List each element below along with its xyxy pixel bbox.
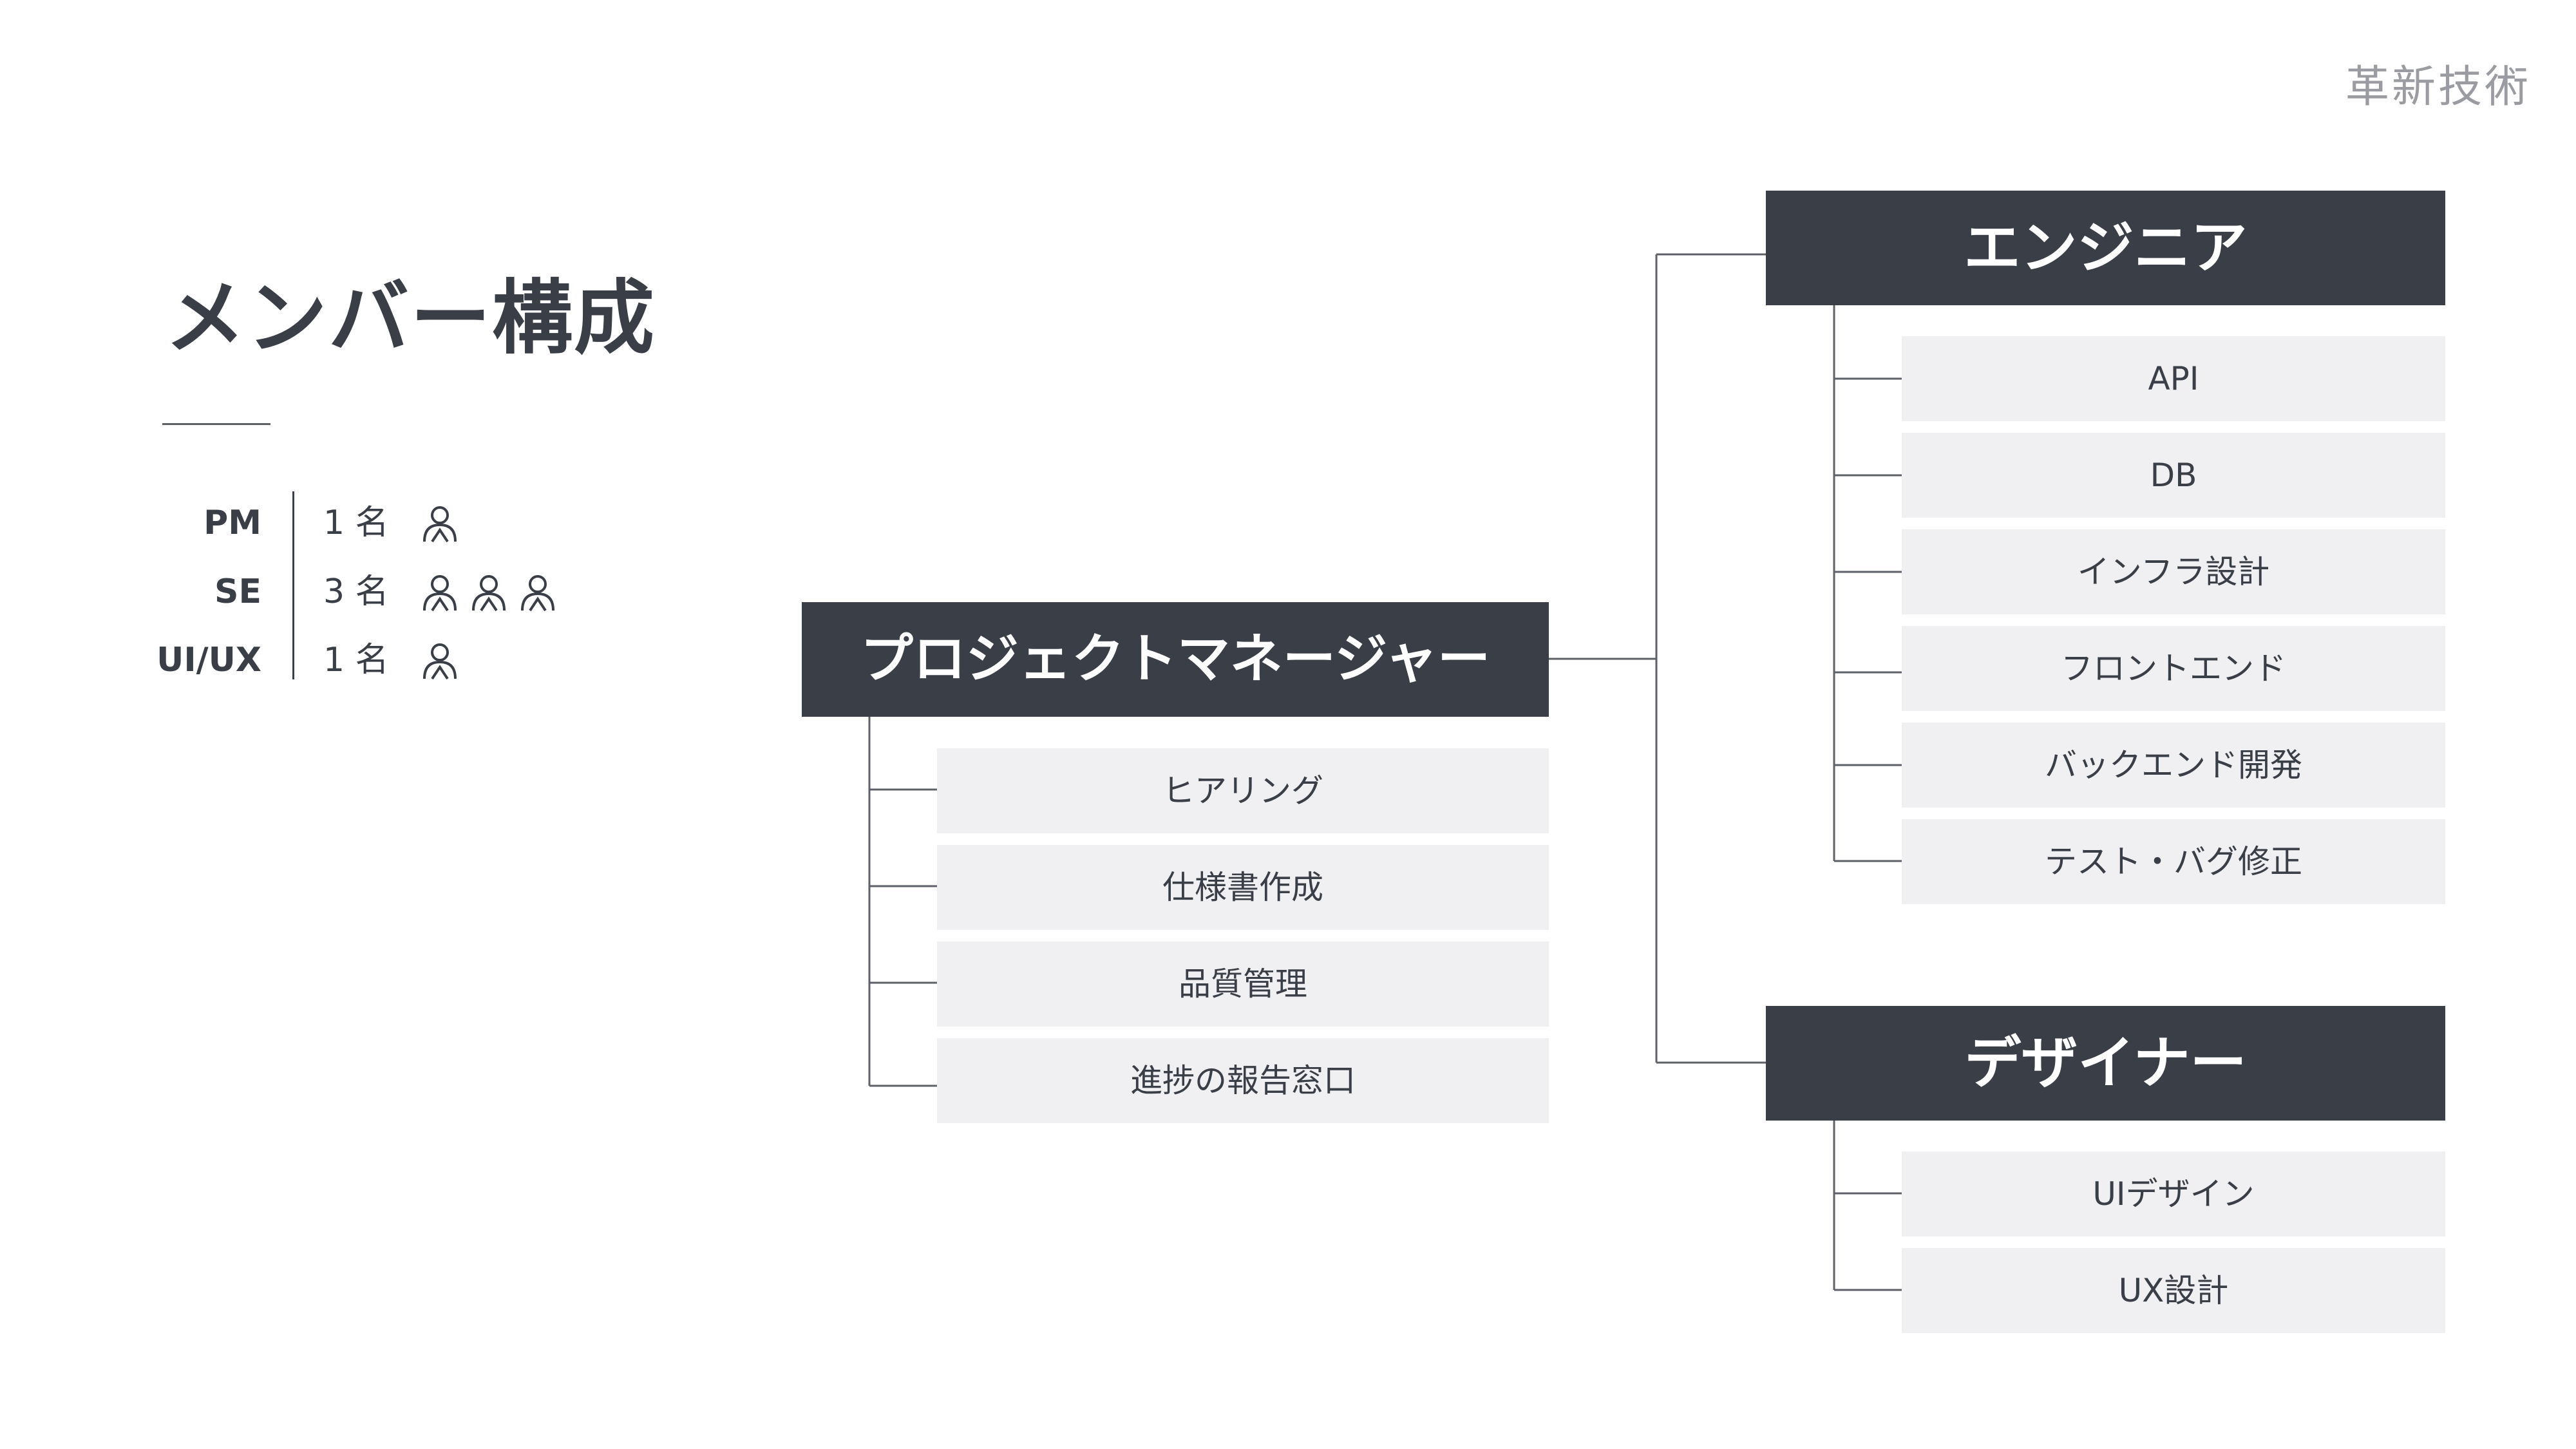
person-icon — [472, 575, 506, 612]
person-icon — [521, 575, 554, 612]
person-icon — [423, 575, 457, 612]
company-logo: 革新技術 — [2345, 62, 2531, 113]
member-table-divider — [292, 491, 294, 679]
member-icons-uiux — [419, 638, 461, 683]
member-role-se: SE — [214, 573, 261, 611]
node-designer: デザイナー — [1766, 1006, 2445, 1121]
page-title: メンバー構成 — [165, 272, 656, 365]
pm-task-item: 仕様書作成 — [937, 845, 1549, 930]
pm-task-item: ヒアリング — [937, 748, 1549, 833]
engineer-task-item: バックエンド開発 — [1902, 723, 2445, 808]
pm-task-item: 品質管理 — [937, 942, 1549, 1027]
pm-task-item: 進捗の報告窓口 — [937, 1038, 1549, 1123]
designer-task-item: UIデザイン — [1902, 1151, 2445, 1236]
engineer-task-item: DB — [1902, 433, 2445, 518]
title-underline — [162, 423, 270, 425]
member-count-pm: 1 名 — [323, 504, 389, 542]
node-project-manager: プロジェクトマネージャー — [802, 602, 1549, 717]
person-icon — [423, 506, 457, 543]
engineer-task-item: API — [1902, 336, 2445, 421]
member-role-pm: PM — [204, 504, 261, 542]
engineer-task-item: フロントエンド — [1902, 626, 2445, 711]
member-icons-se — [419, 569, 559, 614]
node-engineer: エンジニア — [1766, 191, 2445, 305]
engineer-task-item: インフラ設計 — [1902, 529, 2445, 614]
person-icon — [423, 643, 457, 680]
member-count-se: 3 名 — [323, 573, 389, 611]
engineer-task-item: テスト・バグ修正 — [1902, 819, 2445, 904]
member-icons-pm — [419, 500, 461, 545]
designer-task-item: UX設計 — [1902, 1248, 2445, 1333]
member-role-uiux: UI/UX — [156, 641, 261, 679]
member-count-uiux: 1 名 — [323, 641, 389, 679]
